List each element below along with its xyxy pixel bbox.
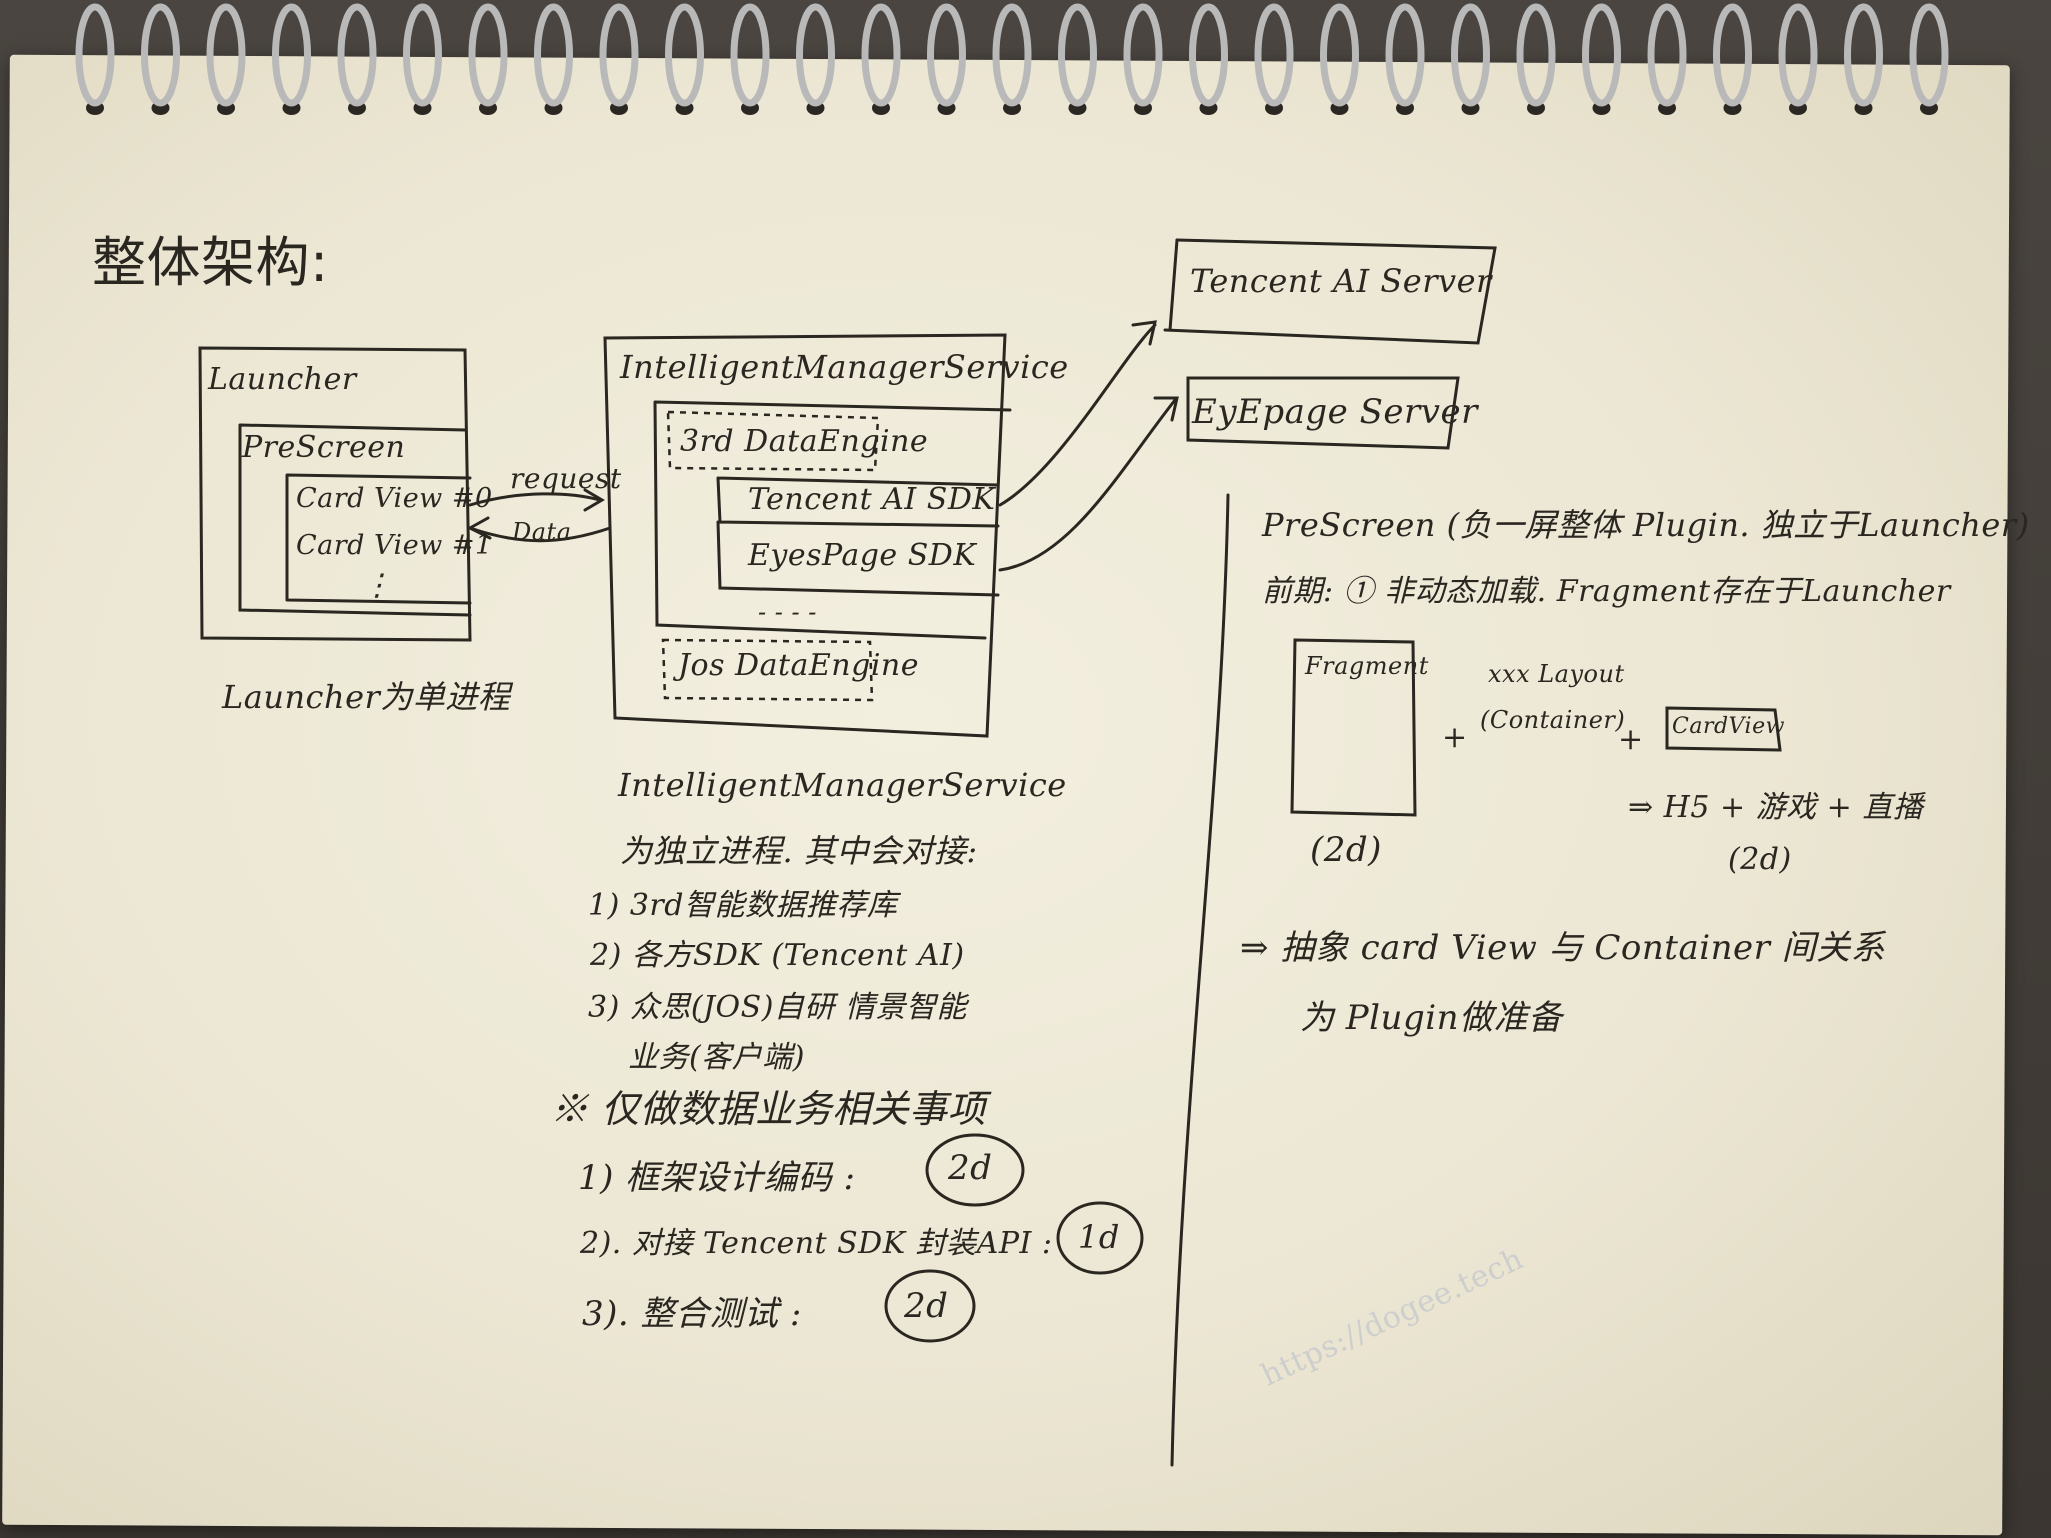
binding-ring [206, 3, 246, 115]
binding-ring [1254, 3, 1294, 115]
binding-ring [75, 3, 115, 115]
tencent-sdk-label: Tencent AI SDK [748, 482, 996, 517]
cardview-box [285, 473, 472, 605]
estimate-circle-2 [1056, 1201, 1144, 1275]
binding-ring [1385, 3, 1425, 115]
launcher-box [198, 346, 472, 642]
note-item-3b: 业务(客户端) [628, 1040, 805, 1075]
jos-engine-box [661, 638, 874, 702]
engine3rd-label: 3rd DataEngine [680, 424, 929, 459]
data-arrow [466, 516, 612, 543]
sdk-box [716, 476, 1000, 597]
ims-label: IntelligentManagerService [620, 348, 1069, 386]
eyepage-server-label: EyEpage Server [1192, 392, 1478, 432]
note-ims-title: IntelligentManagerService [618, 766, 1067, 804]
binding-ring [403, 3, 442, 115]
task-2: 2). 对接 Tencent SDK 封装API : [580, 1226, 1053, 1261]
note-item-2: 2) 各方SDK (Tencent AI) [590, 938, 965, 973]
data-label: Data [512, 518, 572, 546]
binding-ring [1123, 3, 1163, 115]
jos-engine-label: Jos DataEngine [678, 648, 919, 683]
engine3rd-box [666, 410, 880, 472]
tencent-server-box [1163, 238, 1497, 345]
binding-ring [1058, 3, 1097, 115]
launcher-label: Launcher [208, 362, 357, 397]
card-ellipsis: ⋮ [362, 568, 393, 603]
fragment-label: Fragment [1305, 652, 1429, 680]
binding-ring [1451, 3, 1490, 115]
binding-ring [927, 3, 966, 115]
launcher-caption: Launcher为单进程 [222, 678, 511, 716]
binding-ring [861, 3, 901, 115]
request-arrow [468, 488, 605, 512]
binding-ring [1189, 3, 1228, 115]
plus-2: + [1618, 722, 1644, 757]
estimate-circle-1 [925, 1133, 1025, 1207]
fragment-box [1290, 638, 1417, 817]
abstract-note: ⇒ 抽象 card View 与 Container 间关系 [1240, 928, 1886, 968]
page-title: 整体架构: [92, 231, 329, 294]
task-1-estimate: 2d [948, 1148, 993, 1188]
phase-note: 前期: ① 非动态加载. Fragment存在于Launcher [1262, 574, 1951, 609]
binding-ring [796, 3, 835, 115]
note-scope: ※ 仅做数据业务相关事项 [550, 1087, 987, 1131]
ims-inner-box [653, 400, 1012, 640]
note-item-1: 1) 3rd智能数据推荐库 [588, 888, 898, 923]
tencent-server-label: Tencent AI Server [1190, 262, 1492, 300]
binding-ring [1647, 3, 1687, 115]
request-label: request [510, 462, 622, 495]
eyepage-server-box [1186, 376, 1460, 450]
estimate-circle-3 [884, 1269, 976, 1343]
spiral-binding [75, 3, 1949, 115]
ims-box [603, 333, 1007, 738]
card-view-1: Card View #1 [296, 530, 493, 561]
note-ims-desc: 为独立进程. 其中会对接: [620, 832, 978, 870]
binding-ring [1778, 3, 1818, 115]
binding-ring [1909, 3, 1949, 115]
prescreen-label: PreScreen [242, 430, 406, 465]
note-item-3: 3) 众思(JOS)自研 情景智能 [588, 990, 967, 1025]
task-3-estimate: 2d [904, 1286, 949, 1326]
eyes-sdk-arrow [998, 396, 1179, 572]
binding-ring [1713, 3, 1752, 115]
binding-ring [1516, 3, 1556, 115]
eyes-sdk-label: EyesPage SDK [748, 538, 977, 573]
prescreen-note: PreScreen (负一屏整体 Plugin. 独立于Launcher) [1262, 506, 2030, 544]
divider-line [1170, 493, 1230, 1467]
task-3: 3). 整合测试 : [582, 1294, 802, 1334]
cardview-small-box [1665, 706, 1782, 752]
plus-1: + [1442, 720, 1468, 755]
container-label: (Container) [1480, 706, 1626, 734]
binding-ring [1320, 3, 1359, 115]
binding-ring [141, 3, 180, 115]
card-view-0: Card View #0 [296, 483, 493, 514]
h5-note: ⇒ H5 + 游戏 + 直播 [1628, 790, 1924, 825]
plugin-prep-note: 为 Plugin做准备 [1300, 998, 1563, 1038]
h5-estimate: (2d) [1728, 842, 1792, 877]
binding-ring [337, 3, 377, 115]
binding-ring [534, 3, 573, 115]
binding-ring [1844, 3, 1883, 115]
binding-ring [272, 3, 311, 115]
cardview-label: CardView [1672, 714, 1785, 739]
task-1: 1) 框架设计编码 : [578, 1158, 856, 1198]
binding-ring [992, 3, 1032, 115]
task-2-estimate: 1d [1078, 1218, 1120, 1256]
layout-label: xxx Layout [1488, 660, 1625, 688]
fragment-estimate: (2d) [1310, 830, 1382, 870]
ims-more-dots: - - - - [758, 598, 817, 626]
binding-ring [1582, 3, 1621, 115]
binding-ring [665, 3, 704, 115]
binding-ring [599, 3, 639, 115]
tencent-sdk-arrow [998, 320, 1157, 507]
binding-ring [730, 3, 770, 115]
binding-ring [468, 3, 508, 115]
prescreen-box [238, 423, 472, 617]
